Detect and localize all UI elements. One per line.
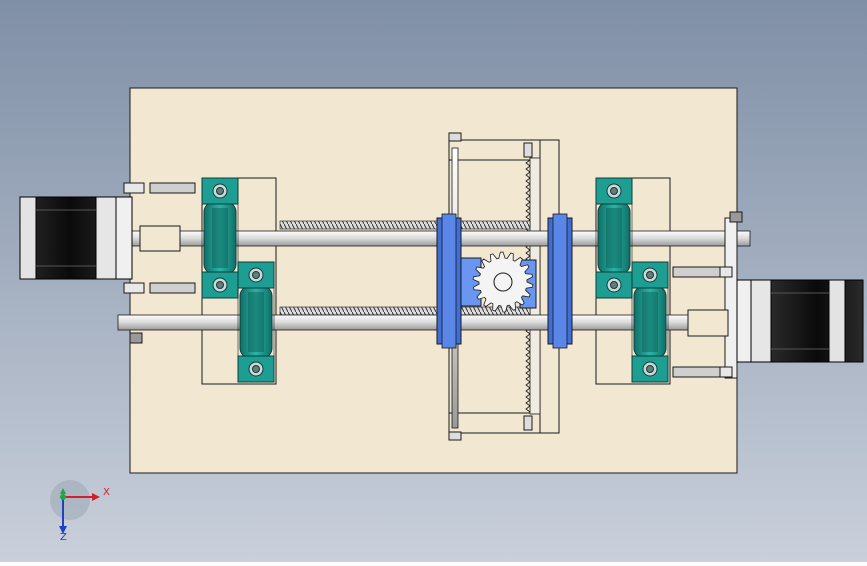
bolt-socket-icon xyxy=(252,365,260,373)
pillow-block-bearing[interactable] xyxy=(201,177,239,299)
pillow-block-bearing[interactable] xyxy=(237,261,275,383)
bearing-shading xyxy=(212,208,228,268)
bolt-socket-icon xyxy=(252,271,260,279)
bolt-socket-icon xyxy=(646,365,654,373)
pillow-block-bearing[interactable] xyxy=(631,261,669,383)
bolt-socket-icon xyxy=(610,281,618,289)
carriage-left[interactable] xyxy=(436,213,482,349)
pillow-block-bearings[interactable] xyxy=(201,177,669,383)
bearing-foot-bottom xyxy=(201,271,239,299)
left-end-hardware xyxy=(123,182,196,344)
pillow-block-bearing[interactable] xyxy=(595,177,633,299)
spur-gear[interactable] xyxy=(472,251,534,313)
coordinate-triad-icon xyxy=(50,480,100,534)
carriage-right[interactable] xyxy=(519,213,573,349)
axis-z-label: Z xyxy=(60,532,67,543)
bolt-socket-icon xyxy=(610,187,618,195)
bearing-foot-top xyxy=(201,177,239,205)
bearing-foot-top xyxy=(595,177,633,205)
bearing-shading xyxy=(248,292,264,352)
bolt-socket-icon xyxy=(216,281,224,289)
bearing-foot-bottom xyxy=(237,355,275,383)
bearing-shading xyxy=(642,292,658,352)
right-stepper-motor[interactable] xyxy=(736,279,864,363)
bolt-socket-icon xyxy=(216,187,224,195)
bolt-socket-icon xyxy=(646,271,654,279)
bearing-shading xyxy=(606,208,622,268)
lead-screw-top[interactable] xyxy=(279,220,531,230)
axis-x-label: X xyxy=(103,487,110,498)
left-stepper-motor[interactable] xyxy=(19,196,133,280)
